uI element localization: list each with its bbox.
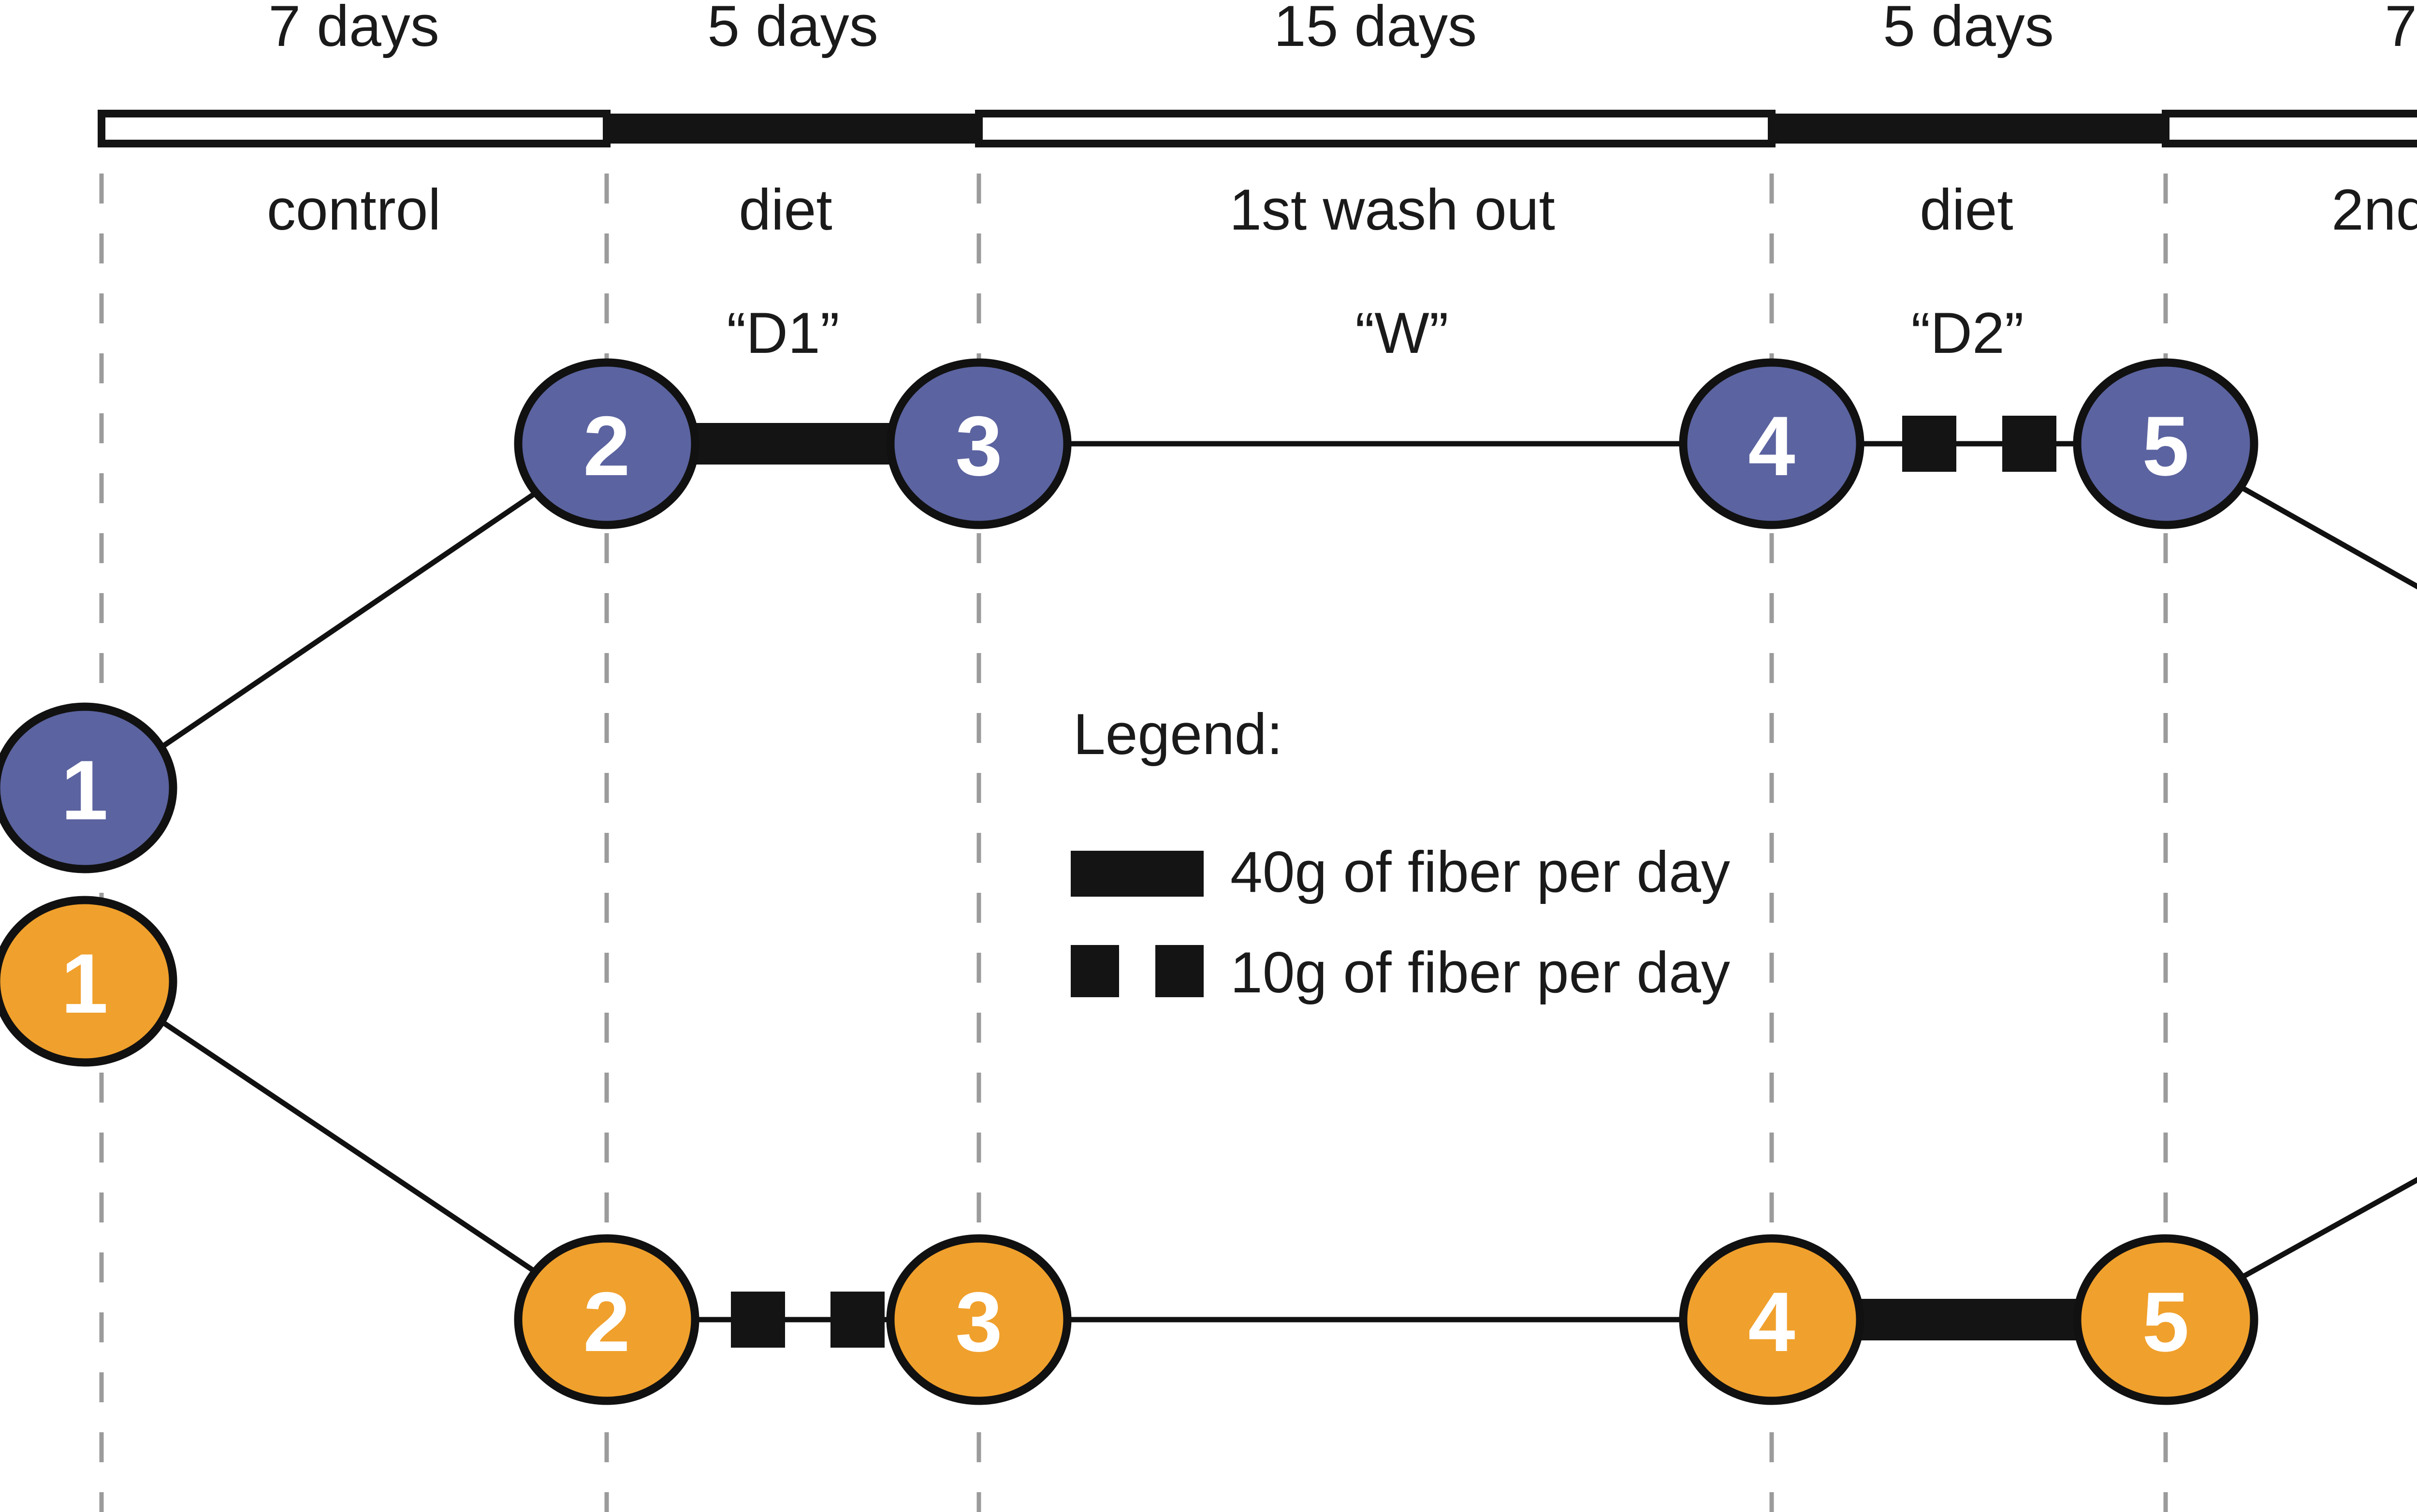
node-orange-2-circle[interactable] bbox=[514, 1234, 699, 1405]
duration-label-0: 7 days bbox=[268, 0, 439, 58]
node-blue-2-circle[interactable] bbox=[514, 358, 699, 529]
node-orange-1[interactable]: 1 bbox=[0, 896, 177, 1067]
blue-link-4-5-dash-square-a bbox=[1902, 416, 1956, 472]
node-orange-3[interactable]: 3 bbox=[886, 1234, 1072, 1405]
node-blue-1-circle[interactable] bbox=[0, 702, 177, 873]
node-blue-3[interactable]: 3 bbox=[886, 358, 1072, 529]
timeline-bar-segment-diet1 bbox=[607, 114, 979, 144]
legend-label-40g: 40g of fiber per day bbox=[1230, 840, 1730, 904]
legend-item-10g: 10g of fiber per day bbox=[1071, 940, 1730, 1005]
phase-label-washout1: 1st wash out bbox=[1229, 177, 1555, 242]
legend: Legend: 40g of fiber per day 10g of fibe… bbox=[1071, 702, 1730, 1005]
blue-link-5-6 bbox=[2164, 442, 2417, 590]
node-orange-5-circle[interactable] bbox=[2073, 1234, 2258, 1405]
blue-arm-nodes: 1 2 3 4 5 6 bbox=[0, 358, 2258, 873]
node-blue-5-label: 5 bbox=[2142, 399, 2189, 494]
legend-swatch-10g-square-b bbox=[1155, 945, 1204, 997]
node-orange-4-circle[interactable] bbox=[1679, 1234, 1864, 1405]
phase-code-d2: “D2” bbox=[1911, 301, 2024, 365]
node-orange-5-label: 5 bbox=[2142, 1275, 2189, 1369]
phase-label-diet2: diet bbox=[1920, 177, 2013, 242]
legend-item-40g: 40g of fiber per day bbox=[1071, 840, 1730, 904]
orange-link-5-6 bbox=[2164, 1177, 2417, 1322]
blue-link-4-5-dash-square-b bbox=[2002, 416, 2056, 472]
blue-link-1-2 bbox=[100, 442, 609, 790]
node-blue-2-label: 2 bbox=[583, 399, 630, 494]
phase-code-labels: “D1” “W” “D2” bbox=[727, 301, 2024, 365]
timeline-bar-segment-control bbox=[98, 110, 611, 147]
node-blue-1-label: 1 bbox=[61, 743, 108, 838]
timeline-bar-segment-washout2 bbox=[2162, 110, 2417, 147]
timeline-bar-segment-washout1 bbox=[975, 110, 1776, 147]
duration-label-4: 7 days bbox=[2385, 0, 2417, 58]
timeline-bar-segment-diet2 bbox=[1772, 114, 2166, 144]
node-blue-3-circle[interactable] bbox=[886, 358, 1072, 529]
node-blue-4-circle[interactable] bbox=[1679, 358, 1864, 529]
node-orange-2[interactable]: 2 bbox=[514, 1234, 699, 1405]
node-orange-4[interactable]: 4 bbox=[1679, 1234, 1864, 1405]
phase-label-control: control bbox=[267, 177, 441, 242]
duration-labels: 7 days 5 days 15 days 5 days 7 days bbox=[268, 0, 2417, 58]
phase-label-washout2: 2nd wash out bbox=[2331, 177, 2417, 242]
node-blue-4-label: 4 bbox=[1748, 399, 1795, 494]
orange-link-1-2 bbox=[100, 979, 609, 1322]
node-orange-4-label: 4 bbox=[1748, 1275, 1795, 1369]
duration-label-1: 5 days bbox=[707, 0, 878, 58]
node-blue-4[interactable]: 4 bbox=[1679, 358, 1864, 529]
node-orange-2-label: 2 bbox=[583, 1275, 630, 1369]
timeline-bar bbox=[98, 110, 2417, 147]
node-blue-3-label: 3 bbox=[955, 399, 1002, 494]
node-blue-2[interactable]: 2 bbox=[514, 358, 699, 529]
phase-code-w: “W” bbox=[1355, 301, 1448, 365]
phase-labels: control diet 1st wash out diet 2nd wash … bbox=[267, 177, 2417, 242]
duration-label-2: 15 days bbox=[1274, 0, 1477, 58]
node-orange-3-label: 3 bbox=[955, 1275, 1002, 1369]
node-orange-1-circle[interactable] bbox=[0, 896, 177, 1067]
orange-arm-links bbox=[100, 979, 2417, 1348]
node-blue-1[interactable]: 1 bbox=[0, 702, 177, 873]
legend-label-10g: 10g of fiber per day bbox=[1230, 940, 1730, 1005]
node-orange-3-circle[interactable] bbox=[886, 1234, 1072, 1405]
phase-code-d1: “D1” bbox=[727, 301, 839, 365]
node-orange-5[interactable]: 5 bbox=[2073, 1234, 2258, 1405]
duration-label-3: 5 days bbox=[1883, 0, 2054, 58]
node-blue-5-circle[interactable] bbox=[2073, 358, 2258, 529]
legend-swatch-40g-solid-bar bbox=[1071, 851, 1204, 897]
legend-title: Legend: bbox=[1073, 702, 1283, 767]
node-blue-5[interactable]: 5 bbox=[2073, 358, 2258, 529]
orange-arm-nodes: 1 2 3 4 5 6 bbox=[0, 896, 2258, 1405]
legend-swatch-10g-square-a bbox=[1071, 945, 1119, 997]
node-orange-1-label: 1 bbox=[61, 937, 108, 1031]
orange-link-2-3-dash-square-b bbox=[830, 1292, 885, 1348]
phase-label-diet1: diet bbox=[739, 177, 832, 242]
orange-link-2-3-dash-square-a bbox=[731, 1292, 785, 1348]
